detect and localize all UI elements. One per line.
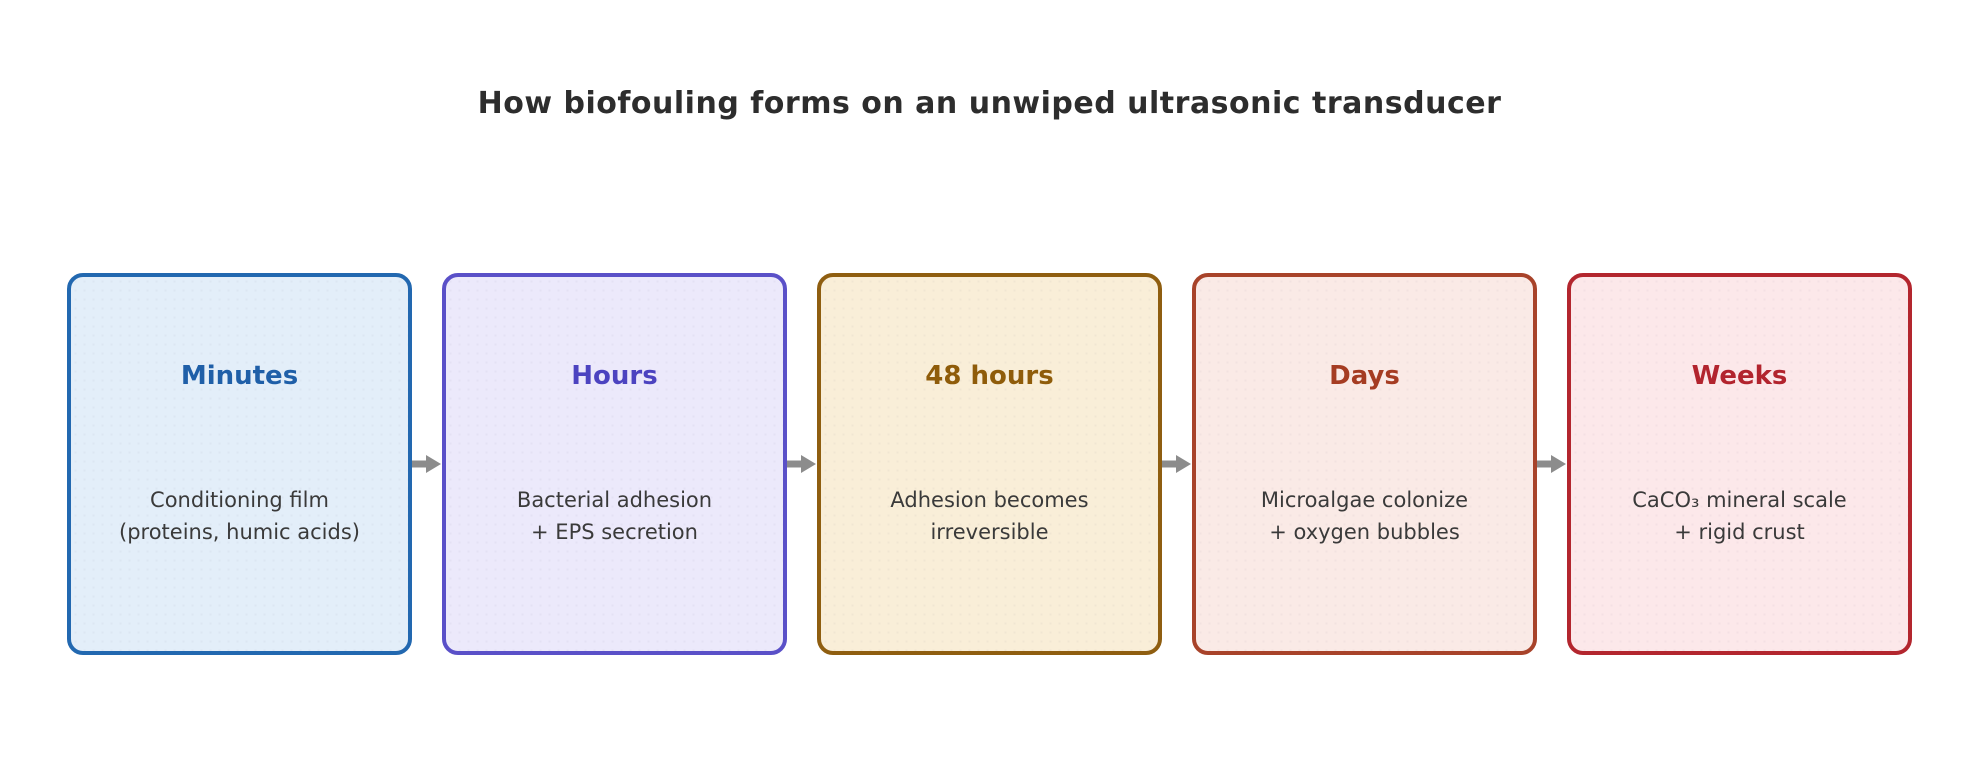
stage-card-minutes: Minutes Conditioning film (proteins, hum… — [67, 273, 412, 655]
stage-card-days: Days Microalgae colonize + oxygen bubble… — [1192, 273, 1537, 655]
stage-heading: Weeks — [1691, 361, 1788, 391]
right-arrow-icon — [787, 452, 817, 476]
stage-description: Bacterial adhesion + EPS secretion — [516, 488, 713, 544]
stage-heading: 48 hours — [925, 361, 1054, 391]
stage-description: Conditioning film (proteins, humic acids… — [119, 488, 360, 544]
right-arrow-icon — [1537, 452, 1567, 476]
stage-card-48-hours: 48 hours Adhesion becomes irreversible — [817, 273, 1162, 655]
stage-flow-row: Minutes Conditioning film (proteins, hum… — [67, 273, 1912, 655]
stage-heading: Days — [1329, 361, 1400, 391]
page-title: How biofouling forms on an unwiped ultra… — [477, 86, 1502, 121]
stage-heading: Minutes — [180, 361, 299, 391]
right-arrow-icon — [412, 452, 442, 476]
stage-description: Adhesion becomes irreversible — [890, 488, 1089, 544]
right-arrow-icon — [1162, 452, 1192, 476]
stage-description: CaCO₃ mineral scale + rigid crust — [1632, 488, 1847, 544]
stage-card-hours: Hours Bacterial adhesion + EPS secretion — [442, 273, 787, 655]
stage-heading: Hours — [571, 361, 658, 391]
stage-description: Microalgae colonize + oxygen bubbles — [1260, 488, 1469, 544]
stage-card-weeks: Weeks CaCO₃ mineral scale + rigid crust — [1567, 273, 1912, 655]
